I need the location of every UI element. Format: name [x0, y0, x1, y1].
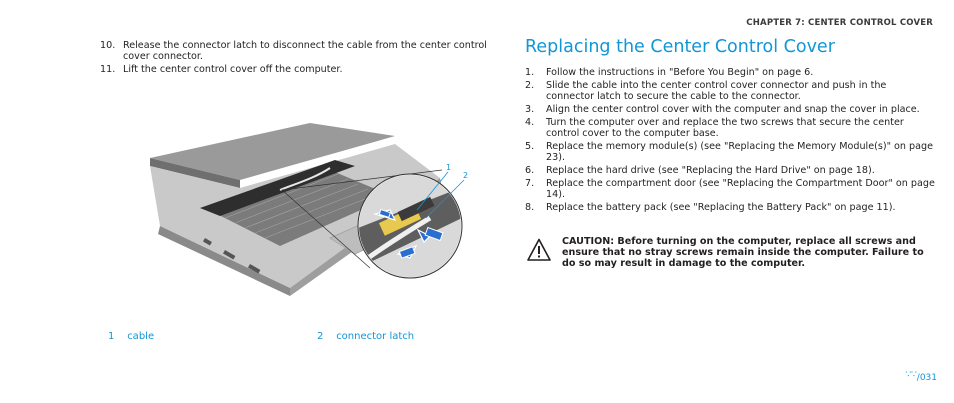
legend-item: 1 cable — [108, 331, 154, 342]
step-number: 1. — [525, 67, 535, 78]
step-number: 8. — [525, 202, 535, 213]
step-text: Turn the computer over and replace the t… — [546, 117, 904, 139]
keyboard — [215, 170, 392, 246]
connector-latch — [397, 196, 435, 222]
step-text: Replace the memory module(s) (see "Repla… — [546, 141, 934, 163]
step-number: 5. — [525, 141, 535, 152]
list-item: 5. Replace the memory module(s) (see "Rep… — [525, 141, 935, 163]
center-control-cover — [200, 160, 355, 216]
legend-number: 1 — [108, 331, 115, 342]
step-text: Lift the center control cover off the co… — [123, 64, 343, 75]
list-item: 10. Release the connector latch to disco… — [100, 40, 510, 62]
section-heading: Replacing the Center Control Cover — [525, 37, 835, 57]
legend-item: 2 connector latch — [317, 331, 414, 342]
chapter-header: CHAPTER 7: CENTER CONTROL COVER — [746, 18, 933, 28]
step-text: Replace the hard drive (see "Replacing t… — [546, 165, 875, 176]
step-number: 2. — [525, 80, 535, 91]
step-text: Replace the battery pack (see "Replacing… — [546, 202, 896, 213]
list-item: 8. Replace the battery pack (see "Replaci… — [525, 202, 935, 213]
warning-icon — [527, 238, 551, 261]
cable — [279, 167, 331, 191]
step-number: 11. — [100, 64, 116, 75]
callout-1: 1 — [446, 163, 451, 172]
left-step-list: 10. Release the connector latch to disco… — [100, 40, 510, 77]
page-number-value: 031 — [919, 373, 937, 383]
list-item: 4. Turn the computer over and replace the… — [525, 117, 935, 139]
list-item: 6. Replace the hard drive (see "Replacing… — [525, 165, 935, 176]
arrow-icon — [416, 228, 432, 244]
list-item: 7. Replace the compartment door (see "Rep… — [525, 178, 935, 200]
step-number: 4. — [525, 117, 535, 128]
step-text: Align the center control cover with the … — [546, 104, 920, 115]
right-step-list: 1. Follow the instructions in "Before You… — [525, 67, 935, 215]
legend-label: cable — [127, 331, 155, 342]
alienware-logo-icon: ∵∵ — [905, 370, 917, 380]
legend-label: connector latch — [336, 331, 415, 342]
list-item: 1. Follow the instructions in "Before You… — [525, 67, 935, 78]
list-item: 11. Lift the center control cover off th… — [100, 64, 510, 75]
step-number: 10. — [100, 40, 116, 51]
list-item: 2. Slide the cable into the center contro… — [525, 80, 935, 102]
step-text: Follow the instructions in "Before You B… — [546, 67, 814, 78]
step-text: Release the connector latch to disconnec… — [123, 40, 487, 62]
legend-number: 2 — [317, 331, 324, 342]
callout-2: 2 — [463, 171, 468, 180]
step-number: 6. — [525, 165, 535, 176]
step-text: Replace the compartment door (see "Repla… — [546, 178, 935, 200]
laptop-display-hinge — [150, 123, 395, 180]
step-number: 3. — [525, 104, 535, 115]
laptop-illustration: 1 2 — [150, 123, 468, 296]
step-number: 7. — [525, 178, 535, 189]
caution-text: CAUTION: Before turning on the computer,… — [562, 236, 924, 269]
caution-notice: CAUTION: Before turning on the computer,… — [525, 236, 935, 269]
step-text: Slide the cable into the center control … — [546, 80, 887, 102]
list-item: 3. Align the center control cover with th… — [525, 104, 935, 115]
page-number: ∵∵/031 — [905, 370, 937, 383]
